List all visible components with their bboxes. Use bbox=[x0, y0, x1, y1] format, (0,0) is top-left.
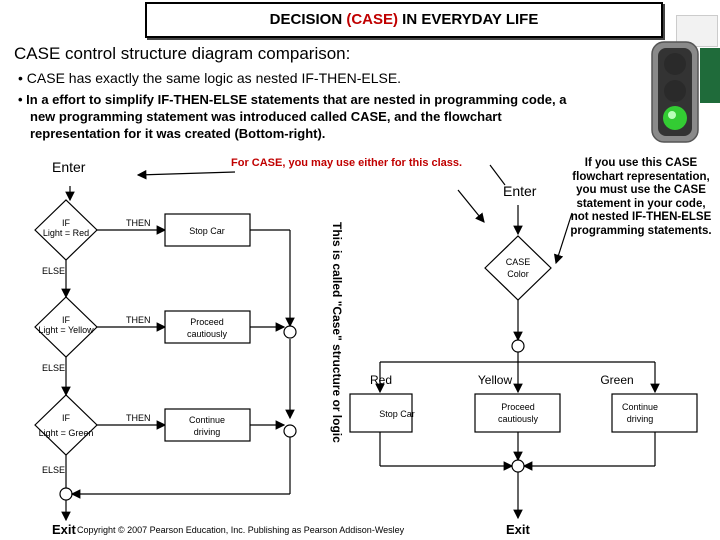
title-suffix: IN EVERYDAY LIFE bbox=[398, 11, 539, 28]
slide-title: DECISION (CASE) IN EVERYDAY LIFE bbox=[145, 2, 663, 38]
case-act2-line1: Proceed bbox=[501, 402, 535, 412]
process-stop-car bbox=[164, 213, 251, 247]
then-label-3: THEN bbox=[126, 413, 151, 423]
case-diamond-line2: Color bbox=[507, 269, 529, 279]
bullet-2-line-1: • In a effort to simplify IF-THEN-ELSE s… bbox=[18, 92, 567, 107]
traffic-light-icon bbox=[651, 41, 699, 143]
enter-label-right: Enter bbox=[503, 183, 537, 199]
then-else-labels: THEN THEN THEN ELSE ELSE ELSE bbox=[42, 218, 151, 475]
case-note: For CASE, you may use either for this cl… bbox=[231, 157, 463, 169]
case-act2-line2: cautiously bbox=[498, 414, 539, 424]
act2-line2: cautiously bbox=[187, 329, 228, 339]
act1-label: Stop Car bbox=[189, 226, 225, 236]
case-diamond bbox=[484, 235, 552, 301]
act3-line2: driving bbox=[194, 427, 221, 437]
if2-line2: Light = Yellow bbox=[38, 325, 94, 335]
case-split-circle bbox=[511, 339, 525, 353]
case-act3-line2: driving bbox=[627, 414, 654, 424]
act2-line1: Proceed bbox=[190, 317, 224, 327]
exit-label-left: Exit bbox=[52, 522, 76, 537]
diagram-heading: CASE control structure diagram compariso… bbox=[14, 44, 351, 63]
vertical-case-label: This is called "Case" structure or logic bbox=[330, 222, 344, 443]
enter-label-left: Enter bbox=[52, 159, 86, 175]
if3-line1: IF bbox=[62, 413, 71, 423]
book-cover-strip bbox=[700, 48, 720, 103]
side-note: If you use this CASE flowchart represent… bbox=[570, 157, 712, 237]
join-circle-3 bbox=[59, 487, 73, 501]
case-flowchart bbox=[349, 205, 698, 520]
branch-green: Green bbox=[600, 373, 633, 387]
decision-green bbox=[34, 394, 98, 456]
else-label-3: ELSE bbox=[42, 465, 65, 475]
note-arrows bbox=[136, 164, 573, 265]
nested-if-labels: IF Light = Red IF Light = Yellow IF Ligh… bbox=[38, 218, 227, 438]
bullet-1: • CASE has exactly the same logic as nes… bbox=[18, 70, 402, 86]
join-circle-2 bbox=[283, 424, 297, 438]
copyright-text: Copyright © 2007 Pearson Education, Inc.… bbox=[77, 525, 405, 535]
bullet-2-line-3: representation for it was created (Botto… bbox=[30, 126, 326, 141]
else-label-2: ELSE bbox=[42, 363, 65, 373]
then-label-1: THEN bbox=[126, 218, 151, 228]
case-labels: CASE Color Red Yellow Green Stop Car Pro… bbox=[370, 257, 658, 424]
nested-if-flowchart bbox=[34, 186, 297, 522]
if1-line2: Light = Red bbox=[43, 228, 89, 238]
case-act1: Stop Car bbox=[379, 409, 415, 419]
branch-yellow: Yellow bbox=[478, 373, 513, 387]
if2-line1: IF bbox=[62, 315, 71, 325]
title-accent: (CASE) bbox=[346, 11, 399, 28]
exit-label-right: Exit bbox=[506, 522, 530, 537]
process-proceed bbox=[164, 310, 251, 344]
case-diamond-line1: CASE bbox=[506, 257, 531, 267]
then-label-2: THEN bbox=[126, 315, 151, 325]
branch-red: Red bbox=[370, 373, 392, 387]
case-continue bbox=[611, 393, 698, 433]
case-act3-line1: Continue bbox=[622, 402, 658, 412]
if1-line1: IF bbox=[62, 218, 71, 228]
act3-line1: Continue bbox=[189, 415, 225, 425]
else-label-1: ELSE bbox=[42, 266, 65, 276]
case-join-circle bbox=[511, 459, 525, 473]
case-proceed bbox=[474, 393, 561, 433]
join-circle-1 bbox=[283, 325, 297, 339]
process-continue bbox=[164, 408, 251, 442]
if3-line2: Light = Green bbox=[39, 428, 94, 438]
case-stop-car bbox=[349, 393, 413, 433]
bullet-2-line-2: new programming statement was introduced… bbox=[30, 109, 502, 124]
title-prefix: DECISION bbox=[269, 11, 347, 28]
